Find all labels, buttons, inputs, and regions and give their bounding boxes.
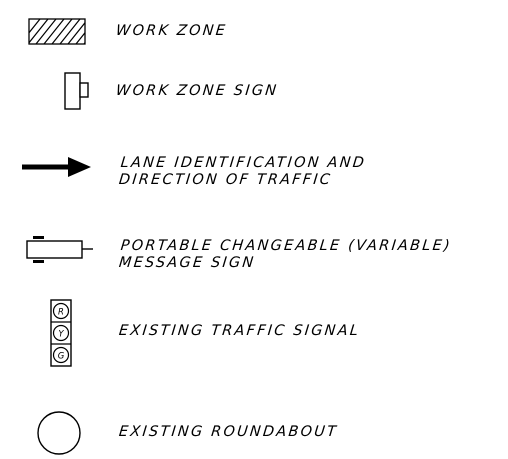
work-zone-sign-label-line: WORK ZONE SIGN bbox=[115, 83, 280, 99]
traffic-signal-label: EXISTING TRAFFIC SIGNAL bbox=[118, 323, 361, 340]
traffic-signal-label-line: EXISTING TRAFFIC SIGNAL bbox=[118, 323, 361, 339]
lane-direction-label-line-2: DIRECTION OF TRAFFIC bbox=[118, 172, 333, 188]
roundabout-label-line: EXISTING ROUNDABOUT bbox=[118, 424, 339, 440]
message-sign-label-line-1: PORTABLE CHANGEABLE (VARIABLE) bbox=[119, 238, 453, 254]
work-zone-label-line: WORK ZONE bbox=[115, 23, 228, 39]
lane-direction-label-line-1: LANE IDENTIFICATION AND bbox=[119, 155, 367, 171]
roundabout-label: EXISTING ROUNDABOUT bbox=[118, 424, 339, 441]
message-sign-label: PORTABLE CHANGEABLE (VARIABLE) MESSAGE S… bbox=[118, 238, 453, 272]
signal-green-lamp bbox=[52, 346, 70, 364]
lane-direction-label: LANE IDENTIFICATION AND DIRECTION OF TRA… bbox=[118, 155, 367, 189]
work-zone-label: WORK ZONE bbox=[115, 23, 228, 40]
work-zone-sign-label: WORK ZONE SIGN bbox=[115, 83, 279, 100]
signal-red-letter: R bbox=[58, 308, 64, 318]
signal-green-letter: G bbox=[58, 352, 65, 362]
signal-yellow-letter: Y bbox=[58, 330, 64, 340]
signal-yellow-lamp bbox=[52, 324, 70, 342]
signal-red-lamp bbox=[52, 302, 70, 320]
message-sign-label-line-2: MESSAGE SIGN bbox=[118, 255, 257, 271]
